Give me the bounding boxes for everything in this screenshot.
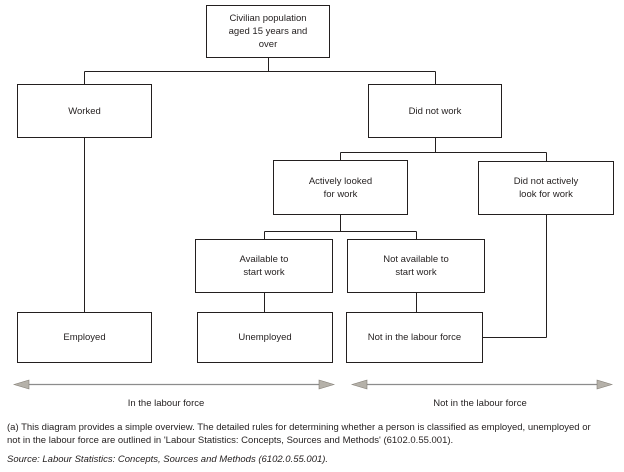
node-worked: Worked <box>17 84 152 138</box>
node-did-not-actively-look: Did not actively look for work <box>478 161 614 215</box>
node-did-not-work: Did not work <box>368 84 502 138</box>
not-in-labour-force-arrow <box>350 379 614 390</box>
node-actively-looked-for-work: Actively looked for work <box>273 160 408 215</box>
node-employed: Employed <box>17 312 152 363</box>
footnote-line-2: not in the labour force are outlined in … <box>7 435 454 446</box>
footnote: (a) This diagram provides a simple overv… <box>7 421 621 447</box>
node-available-to-start-work: Available to start work <box>195 239 333 293</box>
not-in-labour-force-label: Not in the labour force <box>433 398 527 409</box>
node-unemployed: Unemployed <box>197 312 333 363</box>
in-labour-force-label: In the labour force <box>127 398 205 409</box>
source-citation: Source: Labour Statistics: Concepts, Sou… <box>7 454 329 465</box>
node-not-in-the-labour-force: Not in the labour force <box>346 312 483 363</box>
node-civilian-population: Civilian population aged 15 years and ov… <box>206 5 330 58</box>
node-not-available-to-start-work: Not available to start work <box>347 239 485 293</box>
footnote-line-1: (a) This diagram provides a simple overv… <box>7 422 591 433</box>
in-labour-force-arrow <box>12 379 336 390</box>
